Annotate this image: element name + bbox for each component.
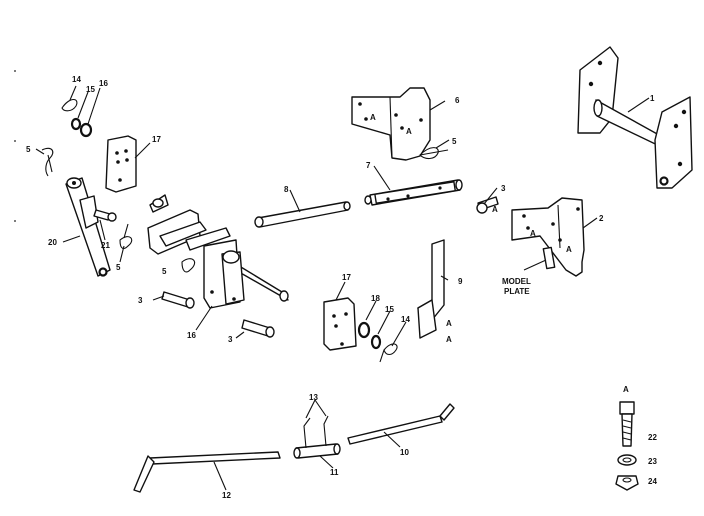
part-21-pin [93,209,117,222]
callout-20: 20 [48,238,57,247]
callout-23: 23 [648,457,657,466]
part-7-shaft [364,179,463,206]
callout-21: 21 [101,241,110,250]
ref-a-4: A [530,229,536,238]
part-10-rod [347,403,455,445]
callout-2: 2 [599,214,604,223]
callout-17-lower: 17 [342,273,351,282]
part-8-pin [254,201,351,228]
part-9-bracket [417,239,445,339]
part-1-mount-bracket [577,46,693,189]
callout-1: 1 [650,94,655,103]
part-23-washer [617,454,637,466]
callout-6: 6 [455,96,460,105]
part-5-hitch-pin-lower-left [119,223,133,250]
ref-a-1: A [370,113,376,122]
callout-18: 18 [371,294,380,303]
part-17-plate-lower [323,297,357,351]
callout-15-upper: 15 [86,85,95,94]
part-17-plate-upper [105,135,137,193]
callout-8: 8 [284,185,289,194]
leader-lines [35,85,650,491]
ref-a-8: A [623,385,629,394]
part-15-washer-upper [70,117,82,131]
callout-16-crank: 16 [187,331,196,340]
callout-10: 10 [400,448,409,457]
part-3-bolt-right [476,196,499,214]
callout-11: 11 [330,468,339,477]
part-3-bolt-lower [241,319,275,338]
part-16-washer-upper [79,122,93,138]
part-5-hitch-pin-center [419,147,449,160]
part-20-lever [65,177,111,277]
part-22-bolt [619,401,635,447]
part-14-cotter-pin-lower [379,343,398,363]
callout-5-lower-left: 5 [116,263,121,272]
part-3-bolt-left [161,291,195,309]
callout-labels: 1 2 3 3 3 5 5 5 5 6 7 8 9 10 11 12 13 14… [26,75,657,500]
ref-a-2: A [406,127,412,136]
part-11-sleeve [293,443,341,459]
model-plate-label-line1: MODEL [502,277,531,286]
ref-a-5: A [566,245,572,254]
callout-9: 9 [458,277,463,286]
part-18-washer-lower [357,321,371,339]
part-5-hitch-pin-mid [181,258,196,273]
part-6-bracket [351,87,431,161]
callout-7: 7 [366,161,371,170]
ref-a-7: A [446,335,452,344]
reference-letters: A A A A A A A A [370,113,629,394]
callout-12: 12 [222,491,231,500]
callout-16-upper: 16 [99,79,108,88]
part-12-rod [133,451,281,493]
callout-3-right: 3 [501,184,506,193]
callout-13: 13 [309,393,318,402]
callout-22: 22 [648,433,657,442]
callout-3-left: 3 [138,296,143,305]
part-5-hitch-pin-left [41,147,54,177]
part-14-cotter-pin-upper [61,98,78,112]
ref-a-6: A [446,319,452,328]
part-2-bracket [511,197,585,277]
part-24-nut [615,475,639,491]
callout-24: 24 [648,477,657,486]
callout-14-upper: 14 [72,75,81,84]
callout-5-mid: 5 [162,267,167,276]
model-plate-label-line2: PLATE [504,287,530,296]
callout-3-lower: 3 [228,335,233,344]
part-16-bell-crank-assembly [147,194,289,309]
callout-14-lower: 14 [401,315,410,324]
callout-5-center: 5 [452,137,457,146]
callout-5-left: 5 [26,145,31,154]
ref-a-3: A [492,205,498,214]
part-13-clips [303,415,329,449]
callout-15-lower: 15 [385,305,394,314]
callout-17-upper: 17 [152,135,161,144]
part-15-washer-lower [370,334,382,350]
